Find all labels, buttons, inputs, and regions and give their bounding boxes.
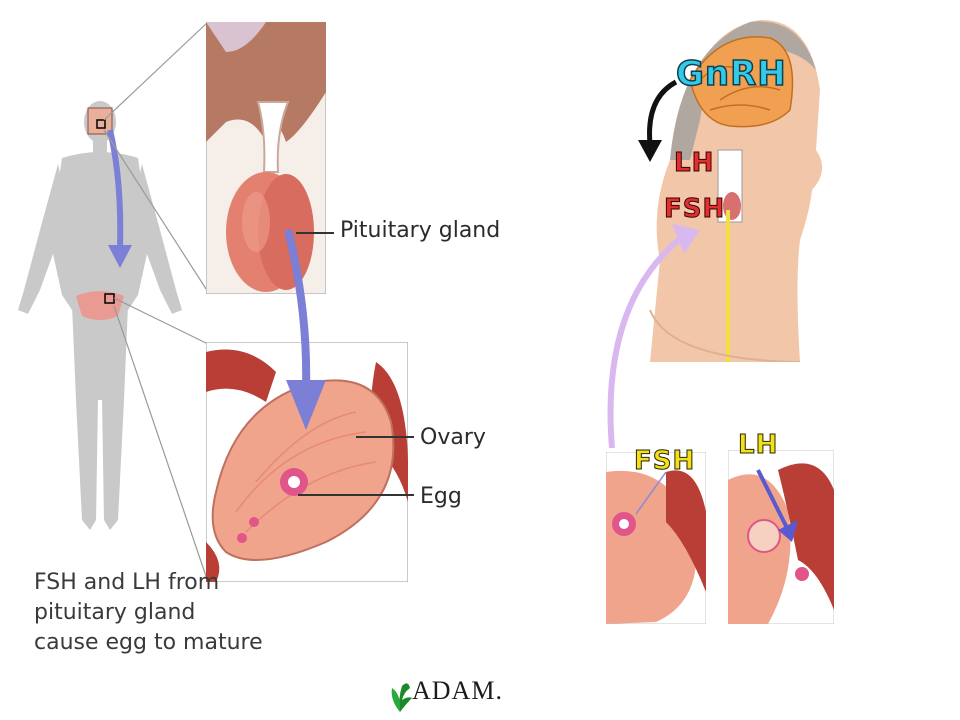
leaf-logo-icon	[391, 683, 412, 712]
fsh-head-label: FSH	[663, 194, 726, 225]
ovary-fsh-panel	[606, 452, 706, 624]
ovary-label: Ovary	[420, 425, 486, 450]
lh-head-label: LH	[673, 148, 715, 179]
fsh-ovary-label: FSH	[633, 446, 696, 477]
adam-logo: ADAM.	[412, 676, 503, 705]
caption: FSH and LH from pituitary gland cause eg…	[34, 568, 263, 658]
gnrh-arrow	[638, 79, 678, 162]
pituitary-panel	[206, 22, 326, 294]
egg-label: Egg	[420, 484, 462, 509]
head-illustration	[649, 19, 823, 362]
feedback-arrow	[607, 224, 700, 449]
body-silhouette	[18, 101, 182, 530]
gnrh-label: GnRH	[675, 53, 787, 95]
caption-line-2: pituitary gland	[34, 600, 196, 625]
callout-lines	[296, 232, 414, 496]
pituitary-label: Pituitary gland	[340, 218, 501, 243]
caption-line-1: FSH and LH from	[34, 570, 220, 595]
pituitary-to-ovary-arrow	[284, 229, 326, 430]
connector-lines	[103, 21, 209, 583]
caption-line-3: cause egg to mature	[34, 630, 263, 655]
ovary-lh-panel	[728, 450, 834, 624]
lh-ovary-label: LH	[737, 430, 779, 461]
